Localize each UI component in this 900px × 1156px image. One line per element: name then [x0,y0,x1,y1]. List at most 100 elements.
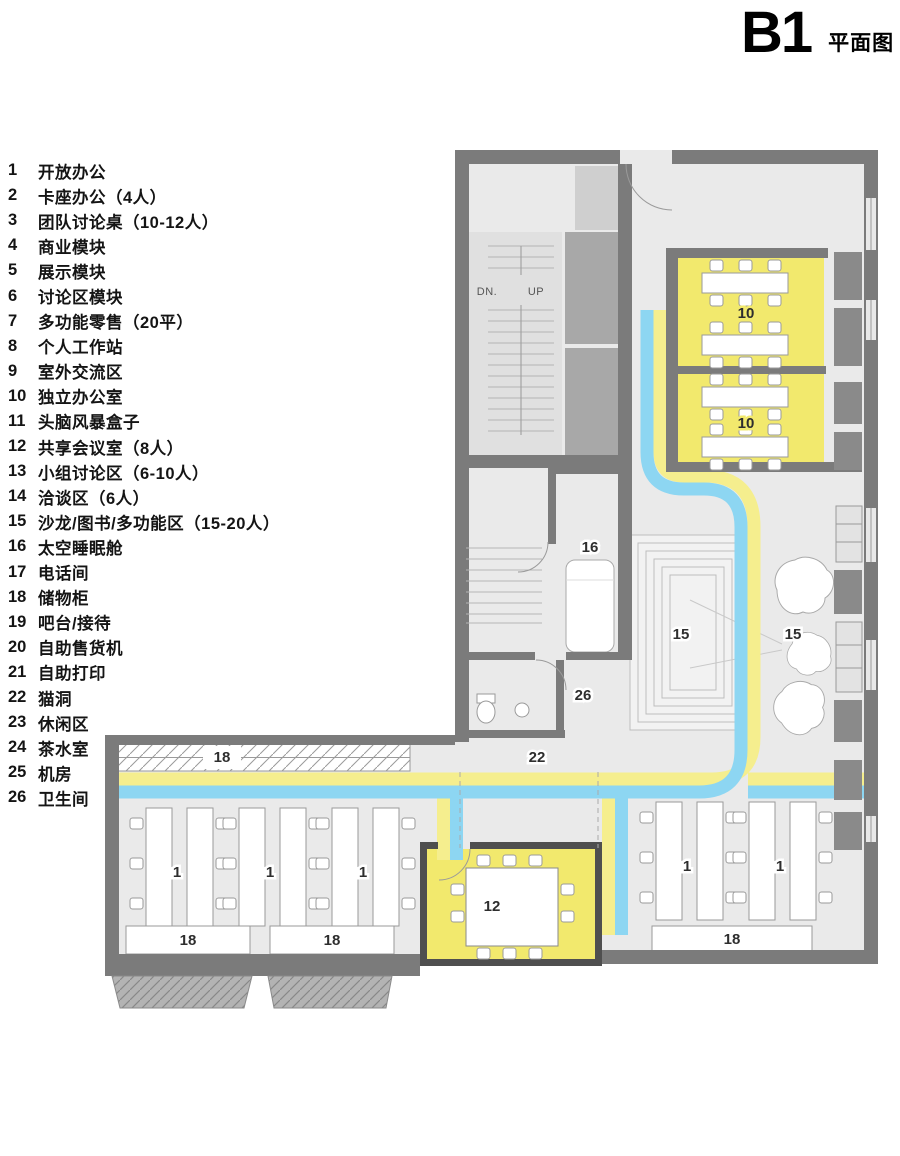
stair-label-up: UP [528,286,544,298]
windows [866,198,876,842]
room-label-open-office-5: 1 [776,858,784,875]
legend-item-18: 18 储物柜 [8,585,280,610]
drawing-title: B1 平面图 [741,4,894,62]
room-label-meeting: 12 [484,898,501,915]
storage-column [834,252,863,850]
room-label-salon-a: 15 [673,626,690,643]
locker-rooms-bottom [125,925,813,955]
legend-number: 12 [8,437,27,456]
legend-number: 10 [8,386,27,405]
stairs-lower [466,547,542,624]
legend-item-1: 1 开放办公 [8,158,280,183]
toilet-fixture [476,693,530,724]
room-label-restroom: 26 [575,687,592,704]
legend-number: 13 [8,462,27,481]
legend-label: 卫生间 [38,790,89,809]
legend-label: 展示模块 [38,263,106,282]
room-label-salon-b: 15 [785,626,802,643]
conference-table [450,854,575,960]
legend-label: 吧台/接待 [38,615,112,634]
room-label-cat-hole: 22 [529,749,546,766]
legend-label: 茶水室 [38,740,89,759]
legend-item-9: 9 室外交流区 [8,359,280,384]
room-label-private-office-b: 10 [738,415,755,432]
legend-item-26: 26 卫生间 [8,785,280,810]
legend-number: 19 [8,612,27,631]
legend-number: 1 [8,161,18,180]
legend-label: 卡座办公（4人） [38,188,167,207]
legend-label: 室外交流区 [38,364,123,383]
legend-number: 24 [8,738,27,757]
legend-number: 18 [8,587,27,606]
legend-item-14: 14 洽谈区（6人） [8,484,280,509]
legend-item-13: 13 小组讨论区（6-10人） [8,459,280,484]
legend-label: 讨论区模块 [38,289,123,308]
path-yellow-south [602,792,615,935]
floor-plan-label: 平面图 [828,32,895,55]
room-label-open-office-2: 1 [266,864,274,881]
legend-label: 小组讨论区（6-10人） [38,464,210,483]
room-label-sleep-pod: 16 [582,539,599,556]
dashed-guides [459,772,599,848]
legend-label: 沙龙/图书/多功能区（15-20人） [38,514,280,533]
legend-label: 太空睡眠舱 [38,539,123,558]
elevator-shaft [565,348,618,460]
legend-number: 3 [8,211,18,230]
legend-label: 储物柜 [38,590,89,609]
path-yellow-meeting [437,786,450,860]
legend-label: 自助打印 [38,665,106,684]
path-blue-main [119,310,748,799]
room-label-lockers-b1: 18 [180,932,197,949]
legend-label: 机房 [38,765,72,784]
lower-protrusions [111,975,393,1009]
path-blue-south [615,792,628,935]
legend-number: 17 [8,562,27,581]
legend-label: 开放办公 [38,163,106,182]
legend-item-24: 24 茶水室 [8,735,280,760]
legend-number: 6 [8,286,18,305]
legend-label: 独立办公室 [38,389,123,408]
legend-item-4: 4 商业模块 [8,233,280,258]
legend-item-17: 17 电话间 [8,560,280,585]
legend-number: 22 [8,688,27,707]
stair-core [462,166,618,460]
room-label-open-office-3: 1 [359,864,367,881]
legend-number: 20 [8,637,27,656]
legend-number: 4 [8,236,18,255]
stair-label-dn: DN. [477,286,497,298]
legend-item-5: 5 展示模块 [8,258,280,283]
legend-number: 26 [8,788,27,807]
legend-label: 电话间 [38,565,89,584]
legend-label: 团队讨论桌（10-12人） [38,213,219,232]
legend-number: 9 [8,361,18,380]
legend-number: 25 [8,763,27,782]
private-office-desks [702,260,788,470]
floor-code: B1 [741,0,813,65]
legend-number: 14 [8,487,27,506]
elevator-shaft [565,232,618,344]
legend-label: 商业模块 [38,238,106,257]
room-label-private-office-a: 10 [738,305,755,322]
legend-label: 休闲区 [38,715,89,734]
legend-number: 11 [8,411,26,430]
path-blue-meeting [450,786,463,860]
legend-number: 21 [8,662,27,681]
legend-number: 5 [8,261,18,280]
legend-label: 多功能零售（20平） [38,314,194,333]
legend-label: 洽谈区（6人） [38,489,150,508]
legend-item-6: 6 讨论区模块 [8,283,280,308]
door-swings [438,163,673,881]
legend-number: 8 [8,336,18,355]
room-label-open-office-1: 1 [173,864,181,881]
legend-item-3: 3 团队讨论桌（10-12人） [8,208,280,233]
